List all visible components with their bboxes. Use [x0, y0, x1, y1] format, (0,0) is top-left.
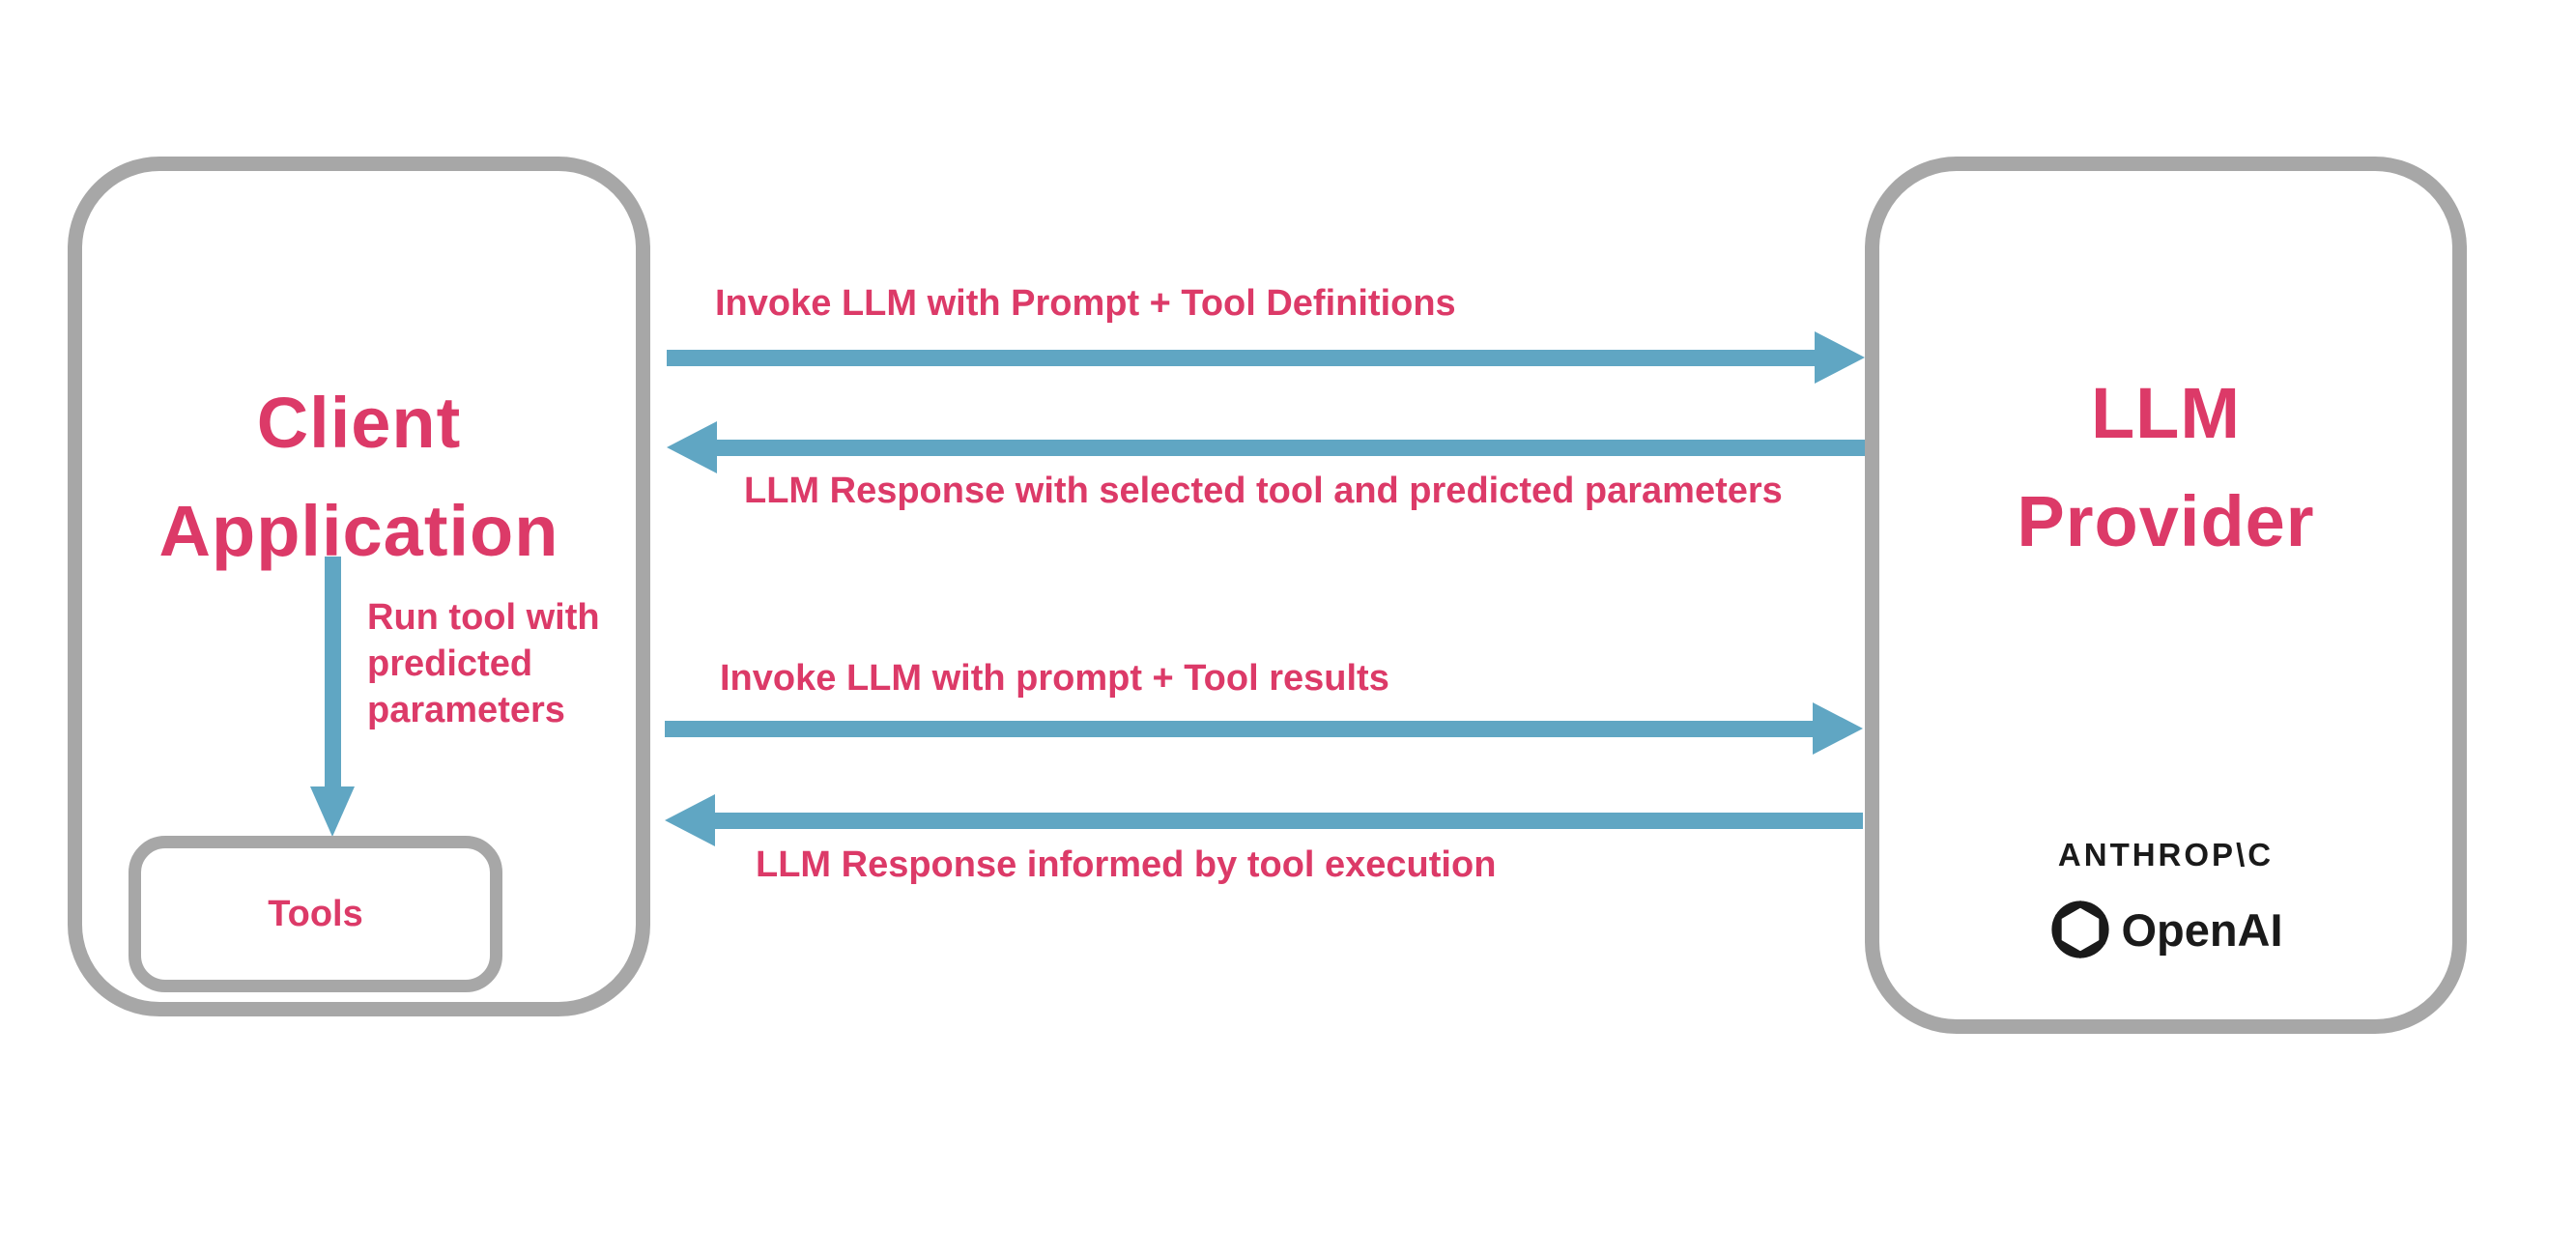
tools-box	[129, 836, 502, 992]
arrowhead-right	[1815, 331, 1865, 384]
arrow-shaft	[715, 812, 1863, 829]
run-tool-note: Run tool with predicted parameters	[367, 597, 600, 730]
arrowhead-left	[665, 794, 715, 846]
client-application-title: Client Application	[158, 383, 559, 571]
arrow-right-icon	[665, 702, 1863, 755]
tools-box-label: Tools	[268, 894, 363, 934]
llm-provider-box	[1865, 157, 2467, 1034]
anthropic-logo: ANTHROP\C	[2057, 837, 2275, 872]
arrow-right-icon	[667, 331, 1865, 384]
llm-provider-title: LLM Provider	[2017, 373, 2315, 561]
arrowhead-left	[667, 421, 717, 473]
flow-label-invoke-definitions: Invoke LLM with Prompt + Tool Definition…	[715, 283, 1456, 324]
arrow-left-icon	[665, 794, 1863, 846]
down-arrow-icon	[325, 557, 341, 786]
arrowhead-right	[1813, 702, 1863, 755]
flow-label-response-tool-execution: LLM Response informed by tool execution	[756, 844, 1497, 885]
openai-wordmark: OpenAI	[2121, 903, 2283, 956]
arrow-shaft	[717, 439, 1865, 456]
down-arrowhead-icon	[310, 786, 355, 837]
openai-logo: OpenAI	[1865, 895, 2467, 964]
arrow-shaft	[667, 349, 1815, 366]
flow-label-response-selected-tool: LLM Response with selected tool and pred…	[744, 471, 1783, 511]
flow-label-invoke-results: Invoke LLM with prompt + Tool results	[720, 658, 1389, 699]
openai-logo-icon	[2051, 901, 2109, 958]
arrow-shaft	[665, 720, 1813, 737]
arrow-left-icon	[667, 421, 1865, 473]
